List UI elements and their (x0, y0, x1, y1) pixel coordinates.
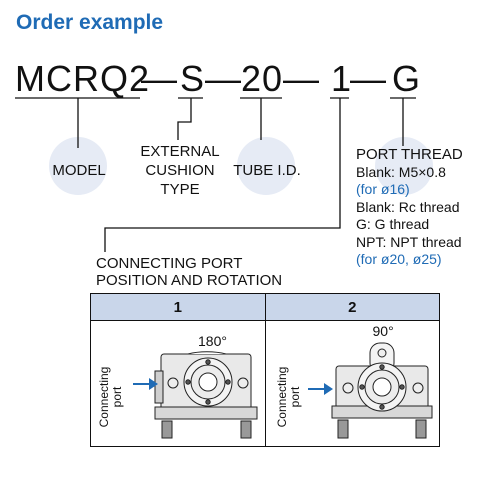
port-thread-heading: PORT THREAD (356, 146, 463, 163)
table-header-2: 2 (264, 293, 440, 321)
port-thread-line-3: Blank: Rc thread (356, 198, 460, 215)
angle-label-1: 180° (198, 333, 227, 349)
code-port: 1 (331, 58, 353, 99)
code-model: MCRQ2 (15, 58, 151, 99)
code-cushion: S (180, 58, 206, 99)
code-tube: 20 (241, 58, 284, 99)
tube-label: TUBE I.D. (233, 162, 301, 179)
actuator-drawing-1 (133, 351, 258, 439)
table-header-1: 1 (90, 293, 266, 321)
actuator-drawing-2 (307, 342, 432, 439)
port-thread-line-5: NPT: NPT thread (356, 233, 462, 250)
angle-label-2: 90° (372, 323, 394, 339)
table-cell-1: 180° Connecting port (90, 320, 266, 447)
page-title: Order example (16, 11, 164, 34)
port-thread-circle (375, 137, 433, 195)
tube-circle (237, 137, 295, 195)
code-dash-1: — (141, 58, 178, 99)
code-dash-3: — (283, 58, 320, 99)
model-label: MODEL (52, 162, 106, 179)
code-dash-4: — (350, 58, 387, 99)
port-thread-line-1: Blank: M5×0.8 (356, 163, 446, 180)
connecting-port-line-1: CONNECTING PORT (96, 255, 243, 272)
cushion-label: EXTERNAL CUSHION TYPE (128, 142, 232, 199)
port-thread-block: PORT THREAD Blank: M5×0.8 (for ø16) Blan… (356, 146, 463, 269)
cushion-label-line-2: CUSHION (145, 162, 215, 179)
port-thread-line-6: (for ø20, ø25) (356, 251, 442, 267)
connecting-port-line-2: POSITION AND ROTATION (96, 272, 283, 289)
port-thread-line-4: G: G thread (356, 216, 430, 232)
connecting-port-label: CONNECTING PORT POSITION AND ROTATION (96, 255, 282, 289)
code-dash-2: — (205, 58, 242, 99)
table-cell-2: 90° Connecting port (264, 320, 440, 447)
port-position-table: 1 2 180° Connecting port (90, 293, 440, 447)
port-thread-line-2: (for ø16) (356, 181, 410, 197)
cushion-label-line-1: EXTERNAL (140, 143, 220, 160)
code-thread: G (392, 58, 422, 99)
cushion-label-line-3: TYPE (160, 181, 200, 198)
